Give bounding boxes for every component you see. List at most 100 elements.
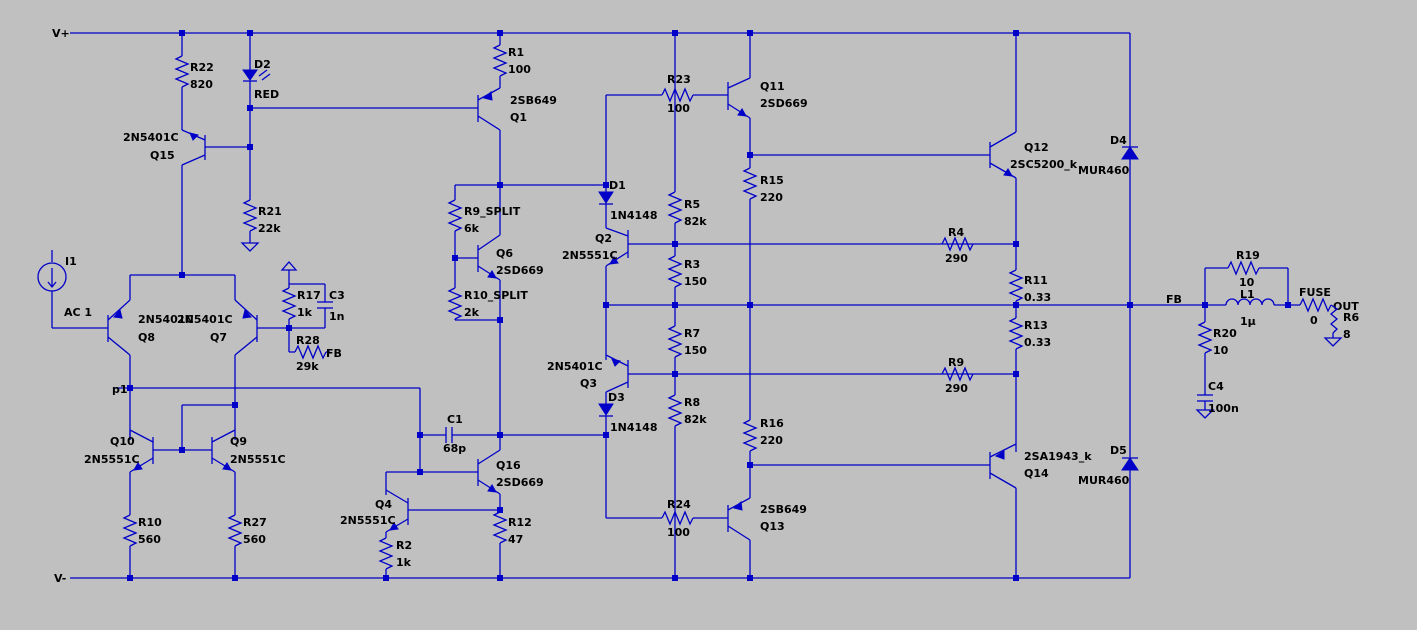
resistor-r1	[492, 44, 508, 77]
label-r22-ref: R22	[190, 61, 214, 74]
label-r9s-ref: R9_SPLIT	[464, 205, 521, 218]
label-r6-ref: R6	[1343, 311, 1359, 324]
label-r12-value: 47	[508, 533, 523, 546]
label-r24-value: 100	[667, 526, 690, 539]
transistor-q15	[181, 129, 206, 166]
resistor-r24	[661, 510, 694, 526]
label-r21-ref: R21	[258, 205, 282, 218]
label-r21-value: 22k	[258, 222, 281, 235]
label-r27-value: 560	[243, 533, 266, 546]
label-l1-value: 1µ	[1240, 315, 1256, 328]
label-q2-ref: Q2	[595, 232, 612, 245]
label-q8-value: 2N5401C	[138, 313, 194, 326]
label-r5-value: 82k	[684, 215, 707, 228]
diode-d4	[1121, 146, 1139, 160]
net-label-ac: AC 1	[64, 306, 92, 319]
label-d4-value: MUR460	[1078, 164, 1130, 177]
resistor-r20	[1197, 321, 1213, 354]
label-r15-ref: R15	[760, 174, 784, 187]
label-d5-ref: D5	[1110, 444, 1127, 457]
resistor-r4	[941, 236, 974, 252]
transistor-q1	[477, 87, 501, 131]
label-r23-value: 100	[667, 102, 690, 115]
resistor-r10-split	[447, 287, 463, 320]
label-r7-ref: R7	[684, 327, 700, 340]
transistor-q8	[107, 299, 131, 356]
label-r17-value: 1k	[297, 306, 313, 319]
resistor-r13	[1008, 317, 1024, 350]
capacitor-c1	[445, 427, 453, 443]
inductor-l1	[1225, 298, 1275, 306]
label-q9-value: 2N5551C	[230, 453, 286, 466]
label-r9s-value: 6k	[464, 222, 480, 235]
label-r8-value: 82k	[684, 413, 707, 426]
label-r3-ref: R3	[684, 258, 700, 271]
label-q8-ref: Q8	[138, 331, 155, 344]
resistor-r7	[667, 325, 683, 358]
label-d2-ref: D2	[254, 58, 271, 71]
transistor-q14	[989, 443, 1017, 489]
label-c4-ref: C4	[1208, 380, 1224, 393]
resistor-r27	[227, 514, 243, 547]
transistor-q6	[477, 234, 501, 281]
label-c1-ref: C1	[447, 413, 463, 426]
label-r1-ref: R1	[508, 46, 524, 59]
label-r27-ref: R27	[243, 516, 267, 529]
label-r20-value: 10	[1213, 344, 1229, 357]
led-d2	[242, 69, 258, 81]
label-c4-value: 100n	[1208, 402, 1239, 415]
label-r1-value: 100	[508, 63, 531, 76]
label-r12-ref: R12	[508, 516, 532, 529]
label-r4-ref: R4	[948, 226, 964, 239]
label-q15-value: 2N5401C	[123, 131, 179, 144]
label-q9-ref: Q9	[230, 435, 247, 448]
resistor-r28	[294, 344, 327, 360]
net-label-p1: p1	[112, 383, 128, 396]
net-label-out: OUT	[1333, 300, 1359, 313]
label-q15-ref: Q15	[150, 149, 175, 162]
label-q1-ref: Q1	[510, 111, 527, 124]
label-r23-ref: R23	[667, 73, 691, 86]
label-r10-value: 560	[138, 533, 161, 546]
label-r19-value: 10	[1239, 276, 1255, 289]
label-r10-ref: R10	[138, 516, 162, 529]
resistor-r23	[661, 87, 694, 103]
label-q16-ref: Q16	[496, 459, 521, 472]
label-r13-value: 0.33	[1024, 336, 1051, 349]
label-q12-ref: Q12	[1024, 141, 1049, 154]
label-d5-value: MUR460	[1078, 474, 1130, 487]
label-d3-value: 1N4148	[610, 421, 657, 434]
label-i1-ref: I1	[65, 255, 77, 268]
resistor-r5	[667, 191, 683, 224]
resistor-r3	[667, 255, 683, 288]
label-q3-ref: Q3	[580, 377, 597, 390]
resistor-r15	[742, 167, 758, 200]
label-r9-value: 290	[945, 382, 968, 395]
diode-d1	[598, 191, 614, 204]
label-r20-ref: R20	[1213, 327, 1237, 340]
label-r15-value: 220	[760, 191, 783, 204]
label-q10-value: 2N5551C	[84, 453, 140, 466]
label-r19-ref: R19	[1236, 249, 1260, 262]
label-q7-ref: Q7	[210, 331, 227, 344]
resistor-r9	[941, 366, 974, 382]
label-r7-value: 150	[684, 344, 707, 357]
resistor-r2	[378, 537, 394, 570]
resistor-r17	[281, 287, 297, 320]
label-c1-value: 68p	[443, 442, 466, 455]
transistor-q7	[234, 299, 258, 356]
transistor-q4	[385, 489, 409, 533]
label-q11-ref: Q11	[760, 80, 785, 93]
label-r17-ref: R17	[297, 289, 321, 302]
diode-d3	[598, 403, 614, 416]
label-d2-value: RED	[254, 88, 279, 101]
label-q6-ref: Q6	[496, 247, 513, 260]
label-c3-ref: C3	[329, 289, 345, 302]
label-fuse-value: 0	[1310, 314, 1318, 327]
label-d1-value: 1N4148	[610, 209, 657, 222]
net-label-vplus: V+	[52, 27, 70, 40]
junction-dots	[127, 30, 1291, 581]
resistor-r9-split	[447, 199, 463, 232]
resistor-r10	[122, 514, 138, 547]
label-q13-ref: Q13	[760, 520, 785, 533]
